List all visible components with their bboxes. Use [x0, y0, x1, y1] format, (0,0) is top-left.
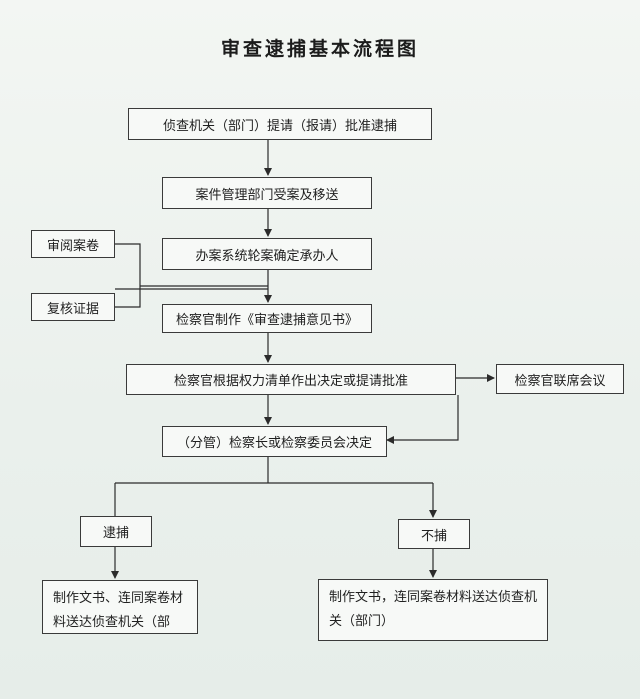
node-apply: 侦查机关（部门）提请（报请）批准逮捕 — [128, 108, 432, 140]
node-assign: 办案系统轮案确定承办人 — [162, 238, 372, 270]
flowchart-title: 审查逮捕基本流程图 — [220, 38, 419, 60]
node-joint-meeting: 检察官联席会议 — [496, 364, 624, 394]
node-no-arrest: 不捕 — [398, 519, 470, 549]
node-decide: 检察官根据权力清单作出决定或提请批准 — [126, 364, 456, 395]
node-chief-decide: （分管）检察长或检察委员会决定 — [162, 426, 387, 457]
node-arrest: 逮捕 — [80, 516, 152, 547]
node-opinion: 检察官制作《审查逮捕意见书》 — [162, 304, 372, 333]
node-review-file: 审阅案卷 — [31, 230, 115, 258]
node-accept: 案件管理部门受案及移送 — [162, 177, 372, 209]
arrow-back-to-chief — [386, 395, 459, 444]
connector-review-file — [115, 243, 141, 289]
connector-verify-evidence — [115, 289, 141, 308]
node-verify-evidence: 复核证据 — [31, 293, 115, 321]
node-no-arrest-docs: 制作文书，连同案卷材料送达侦查机关（部门） — [318, 579, 548, 641]
node-arrest-docs: 制作文书、连同案卷材料送达侦查机关（部 — [42, 580, 198, 634]
